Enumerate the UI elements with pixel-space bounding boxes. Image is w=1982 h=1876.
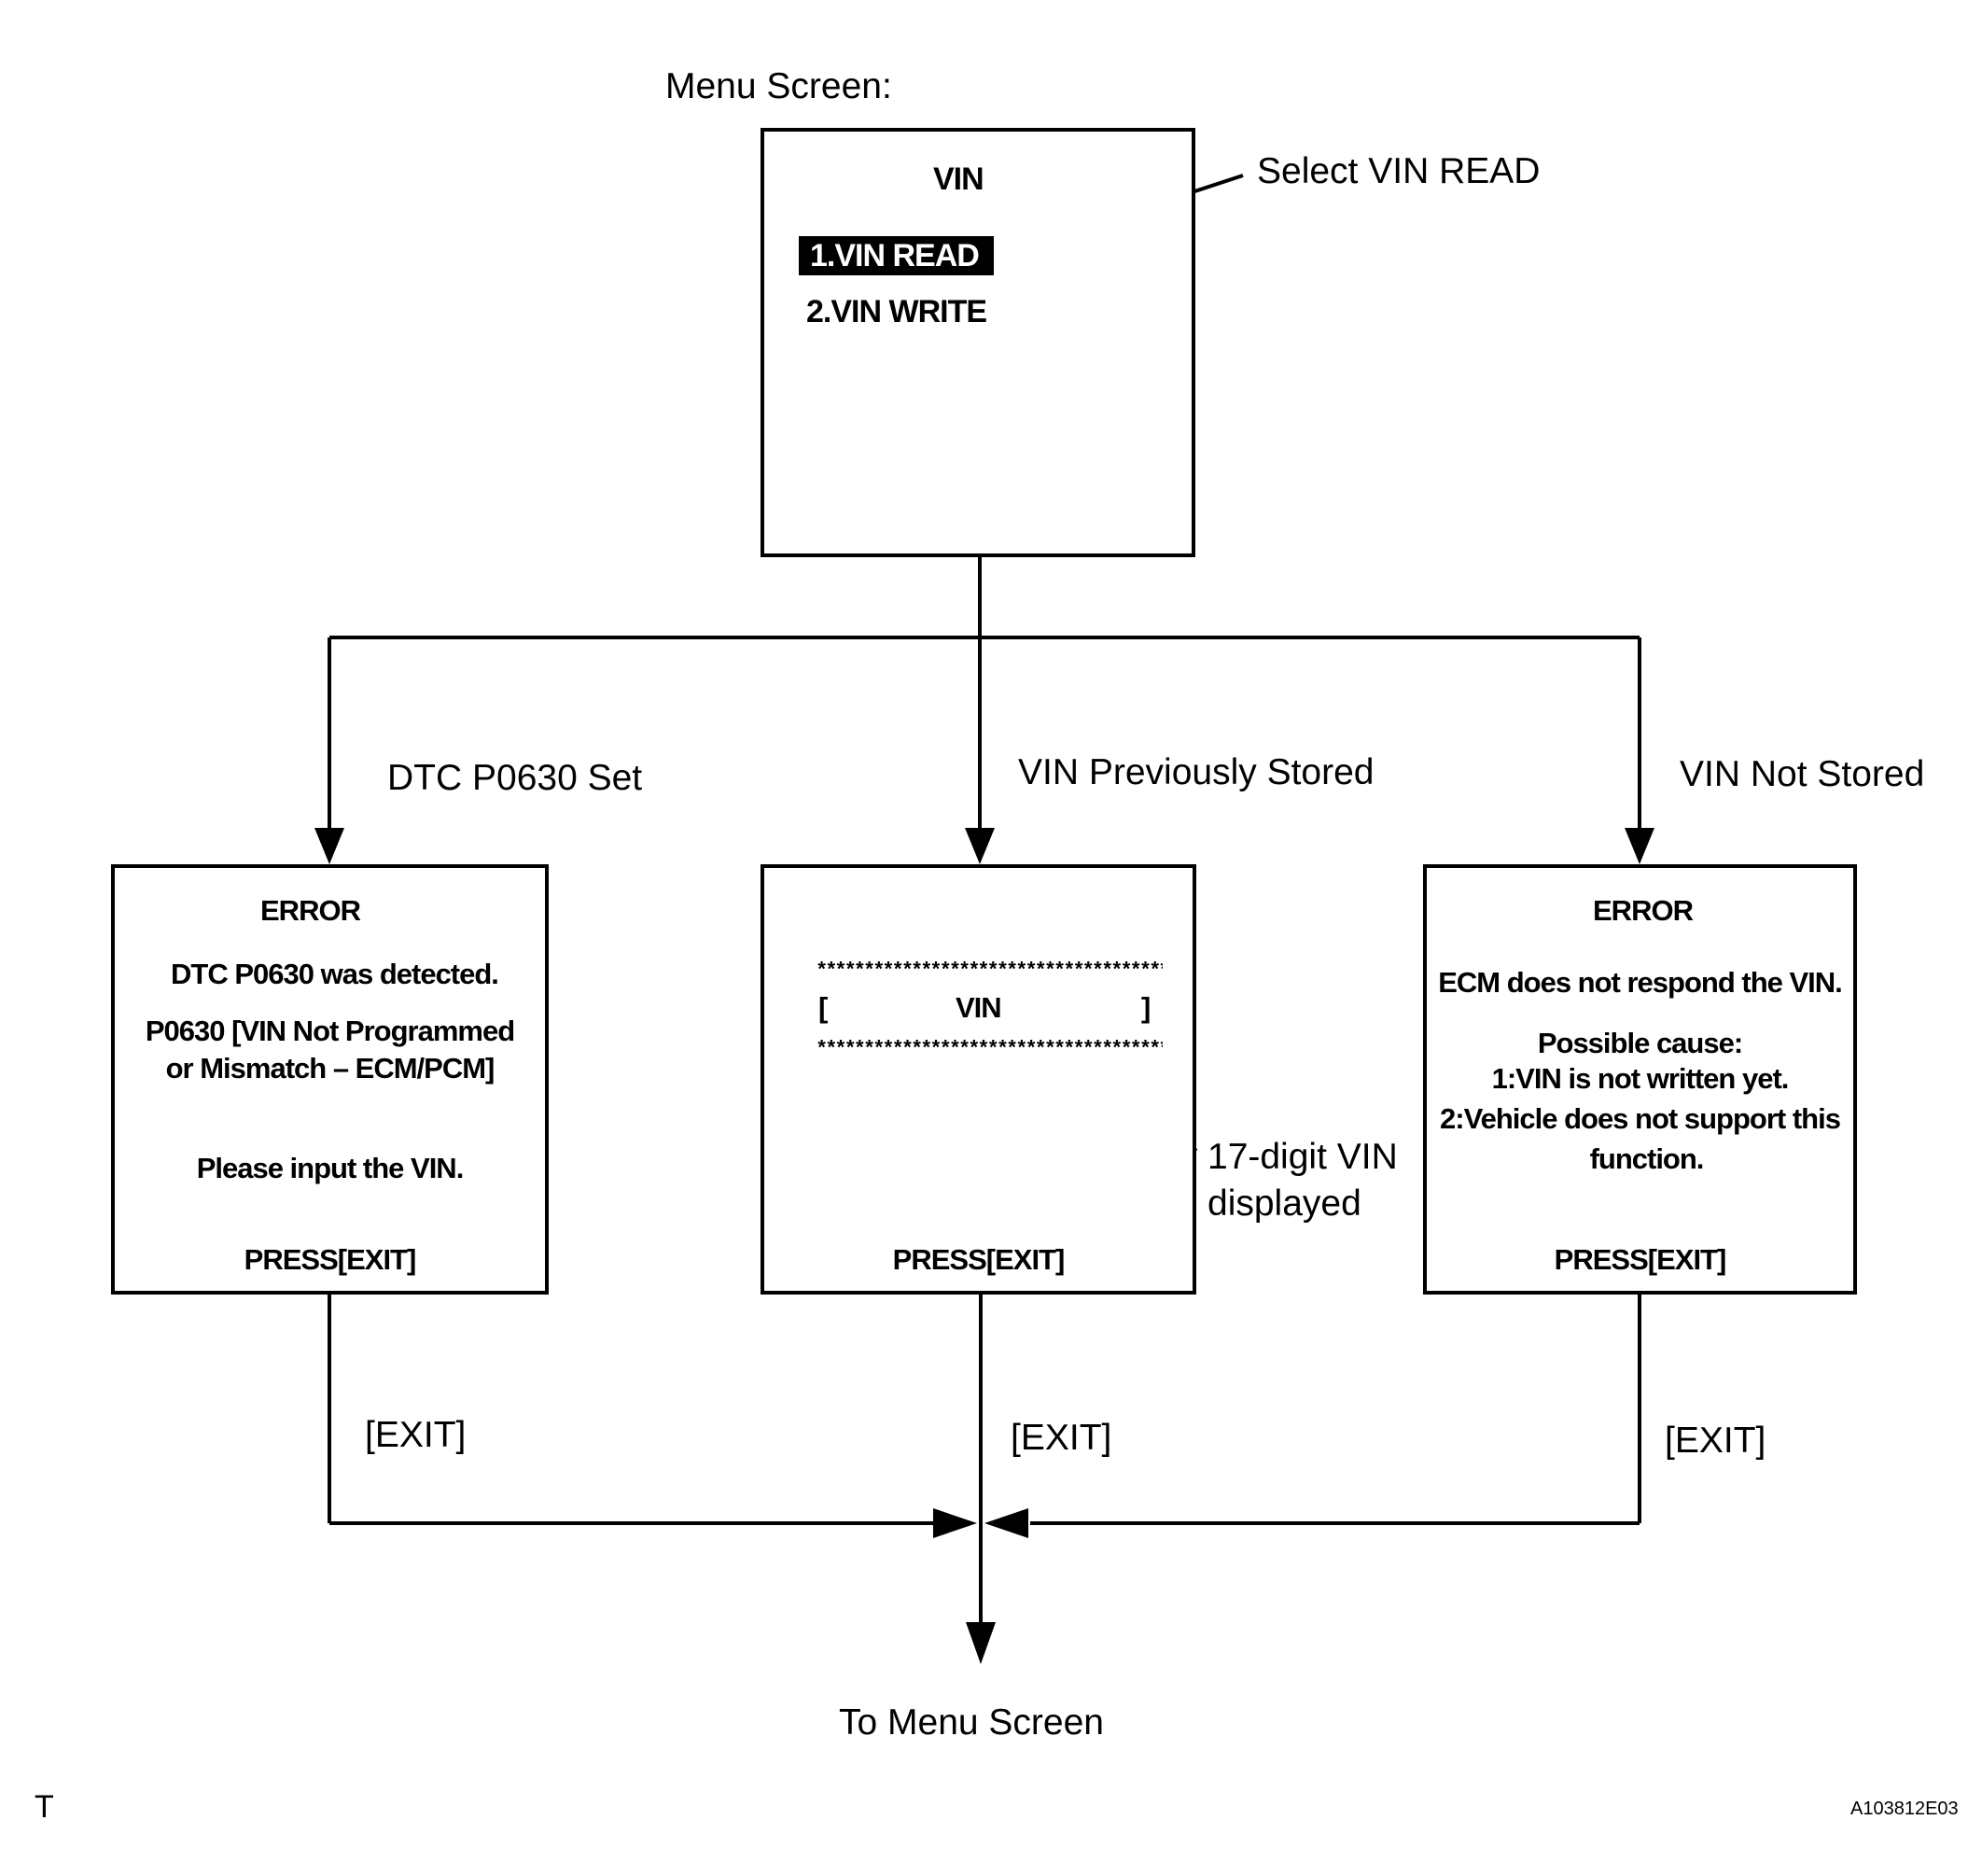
corner-mark: T xyxy=(35,1789,54,1825)
stars-bottom: ************************************* xyxy=(816,1040,1163,1060)
branch-label-dtc: DTC P0630 Set xyxy=(387,758,643,798)
arrow-merge-left xyxy=(933,1508,977,1538)
dtc-input-vin-text: Please input the VIN. xyxy=(196,1152,465,1184)
dtc-error-title: ERROR xyxy=(260,894,361,927)
bracket-left: [ xyxy=(818,991,828,1024)
exit-label-right: [EXIT] xyxy=(1665,1421,1766,1461)
arrow-down-left xyxy=(314,828,344,864)
dtc-mismatch-text: or Mismatch – ECM/PCM] xyxy=(165,1052,496,1085)
vin-displayed-callout-line1: 17-digit VIN xyxy=(1207,1137,1398,1177)
screen-vin-stored: ************************************* [ … xyxy=(761,864,1196,1295)
possible-cause-text: Possible cause: xyxy=(1537,1027,1743,1059)
dtc-code-text: P0630 [VIN Not Programmed xyxy=(145,1015,515,1047)
screen-not-stored-error: ERROR ECM does not respond the VIN. Poss… xyxy=(1423,864,1857,1295)
dtc-press-exit: PRESS[EXIT] xyxy=(244,1243,417,1276)
vin-value: VIN xyxy=(956,991,1002,1024)
exit-label-left: [EXIT] xyxy=(365,1415,467,1455)
menu-screen: VIN 1.VIN READ 2.VIN WRITE xyxy=(761,128,1195,557)
exit-label-center: [EXIT] xyxy=(1011,1418,1112,1458)
to-menu-screen-label: To Menu Screen xyxy=(839,1702,1104,1743)
arrow-merge-right xyxy=(984,1508,1028,1538)
arrow-down-center xyxy=(965,828,995,864)
menu-item-vin-read[interactable]: 1.VIN READ xyxy=(799,236,994,275)
menu-title: VIN xyxy=(933,161,984,197)
vin-displayed-callout-line2: displayed xyxy=(1207,1183,1361,1224)
vin-press-exit: PRESS[EXIT] xyxy=(892,1243,1066,1276)
figure-id: A103812E03 xyxy=(1850,1799,1959,1819)
cause-2-cont-text: function. xyxy=(1589,1142,1705,1175)
branch-label-prev-stored: VIN Previously Stored xyxy=(1018,752,1375,792)
dtc-detected-text: DTC P0630 was detected. xyxy=(171,958,499,990)
menu-screen-label: Menu Screen: xyxy=(665,66,892,106)
cause-2-text: 2:Vehicle does not support this xyxy=(1440,1102,1841,1135)
branch-label-not-stored: VIN Not Stored xyxy=(1680,754,1925,794)
ecm-no-response-text: ECM does not respond the VIN. xyxy=(1438,966,1843,999)
menu-item-vin-write[interactable]: 2.VIN WRITE xyxy=(806,294,987,329)
not-stored-press-exit: PRESS[EXIT] xyxy=(1554,1243,1727,1276)
arrow-to-menu xyxy=(966,1622,996,1664)
screen-dtc-error: ERROR DTC P0630 was detected. P0630 [VIN… xyxy=(111,864,549,1295)
bracket-right: ] xyxy=(1141,991,1151,1024)
arrow-down-right xyxy=(1625,828,1654,864)
select-vin-read-callout: Select VIN READ xyxy=(1257,151,1541,191)
cause-1-text: 1:VIN is not written yet. xyxy=(1491,1062,1790,1095)
not-stored-error-title: ERROR xyxy=(1593,894,1694,927)
stars-top: ************************************* xyxy=(816,961,1163,982)
